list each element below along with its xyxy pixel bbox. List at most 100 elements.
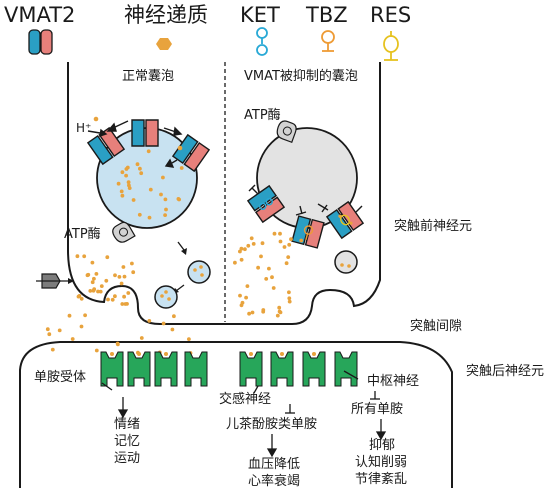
monoamine-receptor bbox=[127, 351, 151, 387]
transmitter-dot bbox=[172, 314, 176, 319]
bound-transmitter-dot bbox=[280, 352, 284, 356]
inhibited-vesicle-label: VMAT被抑制的囊泡 bbox=[244, 68, 358, 84]
transmitter-dot bbox=[94, 348, 99, 353]
vmat2-transporter bbox=[171, 133, 211, 173]
monoamine-receptors bbox=[100, 351, 358, 387]
transmitter-dot bbox=[137, 212, 142, 217]
transmitter-dot bbox=[239, 246, 244, 251]
transmitter-dot bbox=[147, 215, 152, 220]
transmitter-dot bbox=[147, 319, 152, 323]
legend-vmat2-label: VMAT2 bbox=[4, 3, 75, 27]
transmitter-dot bbox=[179, 166, 184, 170]
transmitter-dot bbox=[275, 313, 280, 318]
transmitter-dot bbox=[246, 243, 251, 248]
transmitter-dot bbox=[163, 213, 168, 218]
normal-vesicle-label: 正常囊泡 bbox=[122, 68, 174, 84]
transmitter-dot bbox=[287, 296, 292, 301]
transmitter-dot bbox=[247, 311, 252, 316]
transmitter-dot bbox=[272, 231, 277, 236]
transmitter-dot bbox=[122, 274, 127, 279]
transmitter-dot bbox=[92, 287, 97, 292]
small-vesicle bbox=[187, 260, 211, 284]
transmitter-dot bbox=[47, 332, 52, 337]
legend-ket-icon bbox=[256, 27, 268, 56]
transmitter-dot bbox=[250, 310, 255, 315]
transmitter-dot bbox=[163, 197, 168, 202]
transmitter-dot bbox=[264, 277, 269, 281]
transmitter-dot bbox=[164, 207, 168, 212]
atpase-left-label: ATP酶 bbox=[64, 226, 101, 242]
transmitter-dot bbox=[161, 175, 165, 180]
vmat2-res-bound bbox=[325, 200, 365, 240]
transmitter-dot bbox=[88, 289, 93, 293]
transmitter-dot bbox=[57, 328, 62, 333]
transmitter-dot bbox=[75, 254, 80, 259]
bound-transmitter-dot bbox=[137, 352, 141, 356]
transmitter-dot bbox=[90, 280, 95, 285]
outcome-rhythm-disorder: 节律紊乱 bbox=[355, 471, 407, 487]
presynaptic-membrane bbox=[67, 62, 381, 325]
transmitter-dot bbox=[138, 166, 142, 171]
transmitter-dot bbox=[245, 284, 250, 288]
atpase-icon bbox=[112, 221, 136, 243]
transmitter-dot bbox=[76, 294, 81, 299]
transmitter-dot bbox=[238, 293, 242, 298]
transmitter-dot bbox=[259, 254, 263, 259]
transmitter-dot bbox=[82, 254, 87, 259]
transmitter-dot bbox=[104, 278, 109, 283]
atpase-right-label: ATP酶 bbox=[244, 107, 281, 123]
transmitter-dot bbox=[148, 187, 153, 192]
vmat2-tbz-bound bbox=[291, 215, 325, 249]
transmitter-dot bbox=[240, 300, 245, 305]
transmitter-dot bbox=[277, 305, 282, 310]
transmitter-dot bbox=[177, 197, 182, 202]
atpase-icon bbox=[276, 120, 297, 144]
bound-transmitter-dot bbox=[110, 352, 114, 356]
transmitter-dot bbox=[105, 255, 110, 260]
transmitter-dot bbox=[270, 275, 274, 280]
monoamine-receptor bbox=[154, 351, 178, 387]
catecholamines-label: 儿茶酚胺类单胺 bbox=[226, 416, 317, 432]
transmitter-dot bbox=[90, 260, 95, 265]
outcome-bp-low: 血压降低 bbox=[248, 457, 300, 472]
transmitter-dot bbox=[187, 337, 191, 341]
transmitter-dot bbox=[249, 236, 254, 241]
transmitter-dot bbox=[79, 296, 84, 301]
presynaptic-neuron-label: 突触前神经元 bbox=[394, 218, 472, 234]
transmitter-dot bbox=[126, 180, 131, 185]
transmitter-dot bbox=[287, 299, 292, 304]
released-transmitters bbox=[45, 254, 193, 355]
transmitter-dot bbox=[243, 247, 247, 252]
transmitter-dot bbox=[120, 302, 125, 306]
transmitter-dot bbox=[238, 249, 242, 254]
postsynaptic-membrane bbox=[19, 341, 453, 488]
outcome-memory: 记忆 bbox=[114, 433, 140, 449]
bound-transmitter-dot bbox=[164, 352, 168, 356]
transmitter-dot bbox=[126, 183, 131, 188]
transmitter-dot bbox=[135, 162, 140, 167]
transmitter-dot bbox=[45, 327, 50, 332]
transmitter-dot bbox=[287, 290, 291, 295]
outcome-heart-failure: 心率衰竭 bbox=[248, 473, 300, 489]
transmitter-dot bbox=[120, 193, 125, 198]
small-vesicle bbox=[334, 250, 358, 274]
monoamine-receptor-label: 单胺受体 bbox=[34, 370, 86, 385]
transmitter-dot bbox=[99, 284, 104, 288]
transmitter-dot bbox=[98, 289, 103, 294]
legend-tbz-icon bbox=[321, 30, 335, 52]
transmitter-dot bbox=[161, 321, 166, 326]
legend-ket-label: KET bbox=[240, 3, 280, 27]
transmitter-dot bbox=[116, 181, 121, 186]
transmitter-dot bbox=[83, 313, 87, 318]
transmitter-dot bbox=[239, 257, 244, 262]
small-vesicle bbox=[154, 285, 178, 309]
transmitter-dot bbox=[244, 295, 249, 300]
transmitter-dot bbox=[126, 291, 131, 295]
transmitter-dot bbox=[122, 294, 126, 299]
transmitter-dot bbox=[260, 241, 265, 246]
vmat2-transporter bbox=[131, 119, 159, 147]
transmitter-dot bbox=[120, 170, 125, 175]
transmitter-dot bbox=[125, 165, 130, 170]
transmitter-dot bbox=[50, 347, 55, 352]
